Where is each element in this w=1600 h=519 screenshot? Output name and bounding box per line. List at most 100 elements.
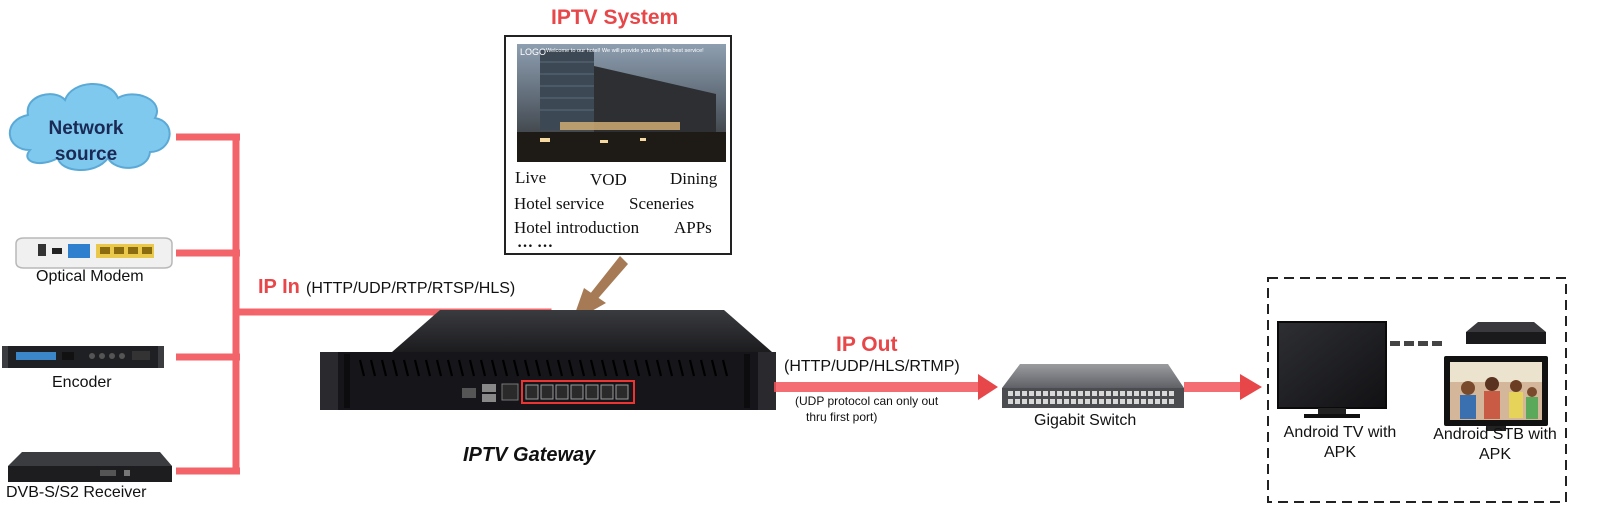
vent-slot <box>457 359 465 377</box>
vent-slot <box>358 359 366 377</box>
menu-more: … … <box>517 234 553 251</box>
vent-slot <box>556 359 564 377</box>
switch-port-icon <box>1050 391 1055 396</box>
switch-port-icon <box>1008 399 1013 404</box>
switch-port-icon <box>1078 391 1083 396</box>
ethernet-port-icon <box>585 384 599 400</box>
menu-apps: APPs <box>674 218 712 237</box>
vent-slot <box>534 359 542 377</box>
menu-hotel-service: Hotel service <box>514 194 605 213</box>
switch-out-line <box>1184 382 1240 392</box>
ip-in-label: IP In <box>258 276 300 298</box>
switch-port-icon <box>1029 399 1034 404</box>
ethernet-port-icon <box>555 384 569 400</box>
switch-port-icon <box>1057 399 1062 404</box>
switch-port-icon <box>1155 391 1160 396</box>
vent-slot <box>567 359 575 377</box>
switch-port-icon <box>1092 391 1097 396</box>
vent-slot <box>710 359 718 377</box>
vent-slot <box>721 359 729 377</box>
switch-port-icon <box>1169 391 1174 396</box>
ip-in-protocols: (HTTP/UDP/RTP/RTSP/HLS) <box>306 280 516 297</box>
iptv-gateway-device <box>320 310 776 410</box>
vent-slot <box>545 359 553 377</box>
android-tv-label-line1: Android TV with <box>1283 424 1397 441</box>
switch-port-icon <box>1134 391 1139 396</box>
vent-slot <box>424 359 432 377</box>
switch-port-icon <box>1015 391 1020 396</box>
vent-slot <box>578 359 586 377</box>
vent-slot <box>501 359 509 377</box>
switch-port-icon <box>1085 399 1090 404</box>
vent-slot <box>666 359 674 377</box>
switch-port-icon <box>1141 399 1146 404</box>
network-source-label-line1: Network <box>49 118 124 139</box>
vent-slot <box>589 359 597 377</box>
ip-out-protocols: (HTTP/UDP/HLS/RTMP) <box>784 358 960 375</box>
encoder-icon <box>2 346 164 368</box>
ip-out-arrowhead <box>978 374 998 400</box>
switch-port-icon <box>1085 391 1090 396</box>
switch-port-icon <box>1057 391 1062 396</box>
menu-live: Live <box>515 168 547 187</box>
vent-slot <box>402 359 410 377</box>
switch-port-icon <box>1162 391 1167 396</box>
menu-sceneries: Sceneries <box>629 194 695 213</box>
vent-slot <box>633 359 641 377</box>
tv-stb-link <box>1390 341 1442 346</box>
switch-port-icon <box>1022 399 1027 404</box>
switch-port-icon <box>1113 391 1118 396</box>
vent-slot <box>600 359 608 377</box>
ip-out-label: IP Out <box>836 333 898 356</box>
dvb-receiver-label: DVB-S/S2 Receiver <box>6 484 147 501</box>
ethernet-port-icon <box>525 384 539 400</box>
switch-port-icon <box>1099 399 1104 404</box>
switch-port-icon <box>1113 399 1118 404</box>
ethernet-port-icon <box>570 384 584 400</box>
vent-slot <box>380 359 388 377</box>
switch-port-icon <box>1162 399 1167 404</box>
hotel-screen-image <box>517 44 726 162</box>
switch-port-icon <box>1064 399 1069 404</box>
switch-port-icon <box>1008 391 1013 396</box>
cloud-icon <box>8 83 171 172</box>
switch-port-icon <box>1071 399 1076 404</box>
vent-slot <box>446 359 454 377</box>
android-stb-label-line2: APK <box>1478 446 1511 463</box>
input-bus-lines <box>176 133 552 475</box>
switch-port-icon <box>1120 399 1125 404</box>
optical-modem-label: Optical Modem <box>36 268 144 285</box>
ethernet-port-icon <box>600 384 614 400</box>
switch-port-icon <box>1141 391 1146 396</box>
menu-vod: VOD <box>590 170 627 189</box>
switch-port-icon <box>1106 399 1111 404</box>
switch-port-icon <box>1155 399 1160 404</box>
switch-port-icon <box>1064 391 1069 396</box>
vent-slot <box>622 359 630 377</box>
switch-port-icon <box>1029 391 1034 396</box>
switch-port-icon <box>1071 391 1076 396</box>
android-tv-icon <box>1277 321 1387 418</box>
vent-slot <box>611 359 619 377</box>
vent-slot <box>490 359 498 377</box>
vent-slot <box>688 359 696 377</box>
switch-port-icon <box>1127 391 1132 396</box>
vent-slot <box>369 359 377 377</box>
gigabit-switch-label: Gigabit Switch <box>1034 412 1137 429</box>
family-monitor-icon <box>1444 356 1548 431</box>
vent-slot <box>677 359 685 377</box>
vent-slot <box>479 359 487 377</box>
vent-slot <box>413 359 421 377</box>
switch-port-icon <box>1043 391 1048 396</box>
iptv-system-title: IPTV System <box>551 6 679 29</box>
optical-modem-icon <box>15 237 173 269</box>
vent-slot <box>523 359 531 377</box>
menu-hotel-introduction: Hotel introduction <box>514 218 640 237</box>
vent-slot <box>468 359 476 377</box>
android-stb-icon <box>1466 322 1546 344</box>
menu-dining: Dining <box>670 169 718 188</box>
android-stb-label-line1: Android STB with <box>1433 426 1557 443</box>
dvb-receiver-icon <box>8 452 172 482</box>
